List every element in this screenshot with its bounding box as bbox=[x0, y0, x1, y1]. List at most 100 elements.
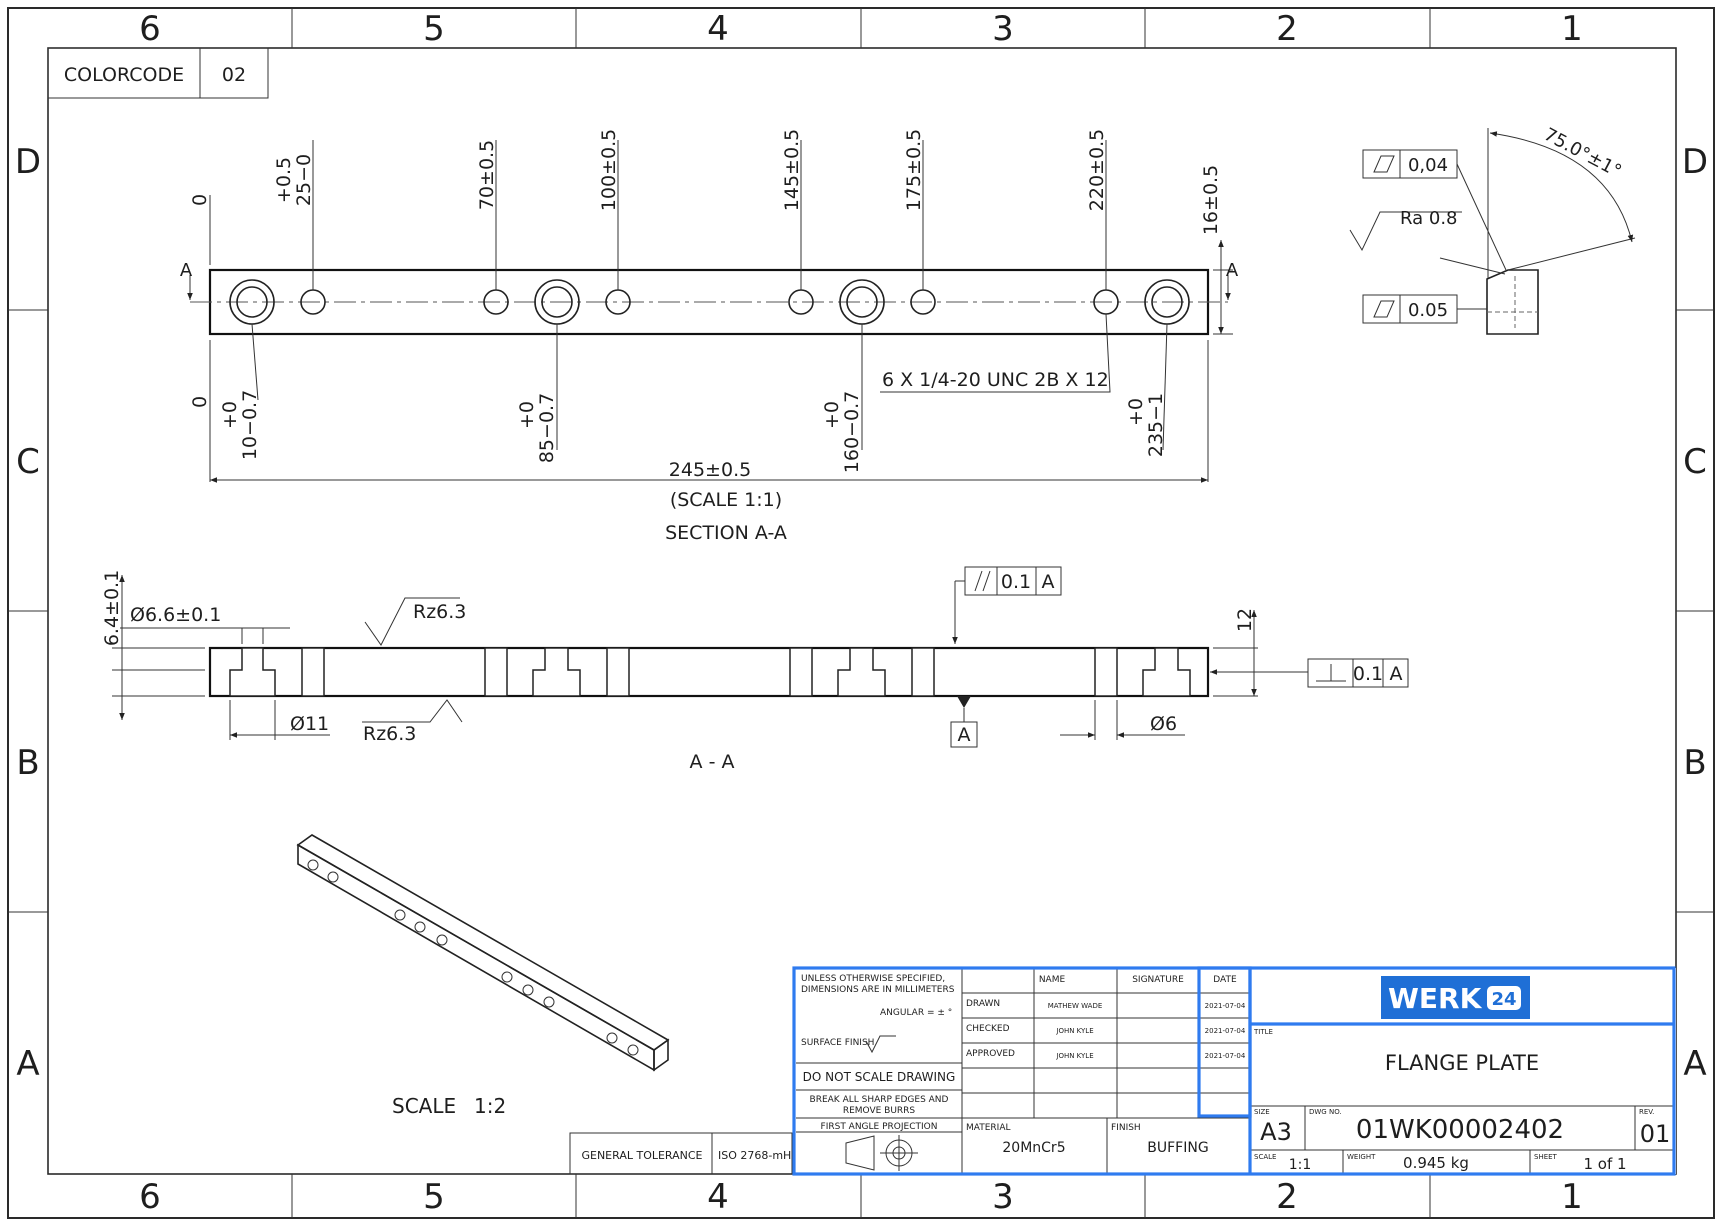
break-edges-line-2: REMOVE BURRS bbox=[843, 1106, 916, 1116]
section-marker-left: A bbox=[180, 260, 193, 281]
dwg-label: DWG NO. bbox=[1309, 1108, 1342, 1116]
rev-value: 01 bbox=[1640, 1120, 1671, 1148]
section-marker-right: A bbox=[1226, 260, 1239, 281]
weight-label: WEIGHT bbox=[1347, 1153, 1376, 1161]
general-tolerance-box: GENERAL TOLERANCE ISO 2768-mH bbox=[569, 1132, 793, 1175]
zone-row-right-d: D bbox=[1682, 142, 1708, 182]
parallelism-datum: A bbox=[1042, 571, 1055, 593]
colorcode-label: COLORCODE bbox=[64, 64, 184, 86]
zone-row-left-d: D bbox=[15, 142, 41, 182]
colorcode-value: 02 bbox=[222, 64, 246, 86]
dim-top-plus05: +0.5 bbox=[273, 157, 295, 203]
dim-bottom-160-plus: +0 bbox=[821, 401, 843, 429]
chamfer-detail: 0,04 0.05 Ra 0.8 75.0°±1° bbox=[1349, 124, 1636, 335]
zone-row-right-c: C bbox=[1683, 442, 1707, 482]
iso-scale-label: SCALE bbox=[392, 1094, 456, 1118]
zone-col-bottom-2: 5 bbox=[423, 1177, 445, 1217]
general-tolerance-label: GENERAL TOLERANCE bbox=[581, 1149, 702, 1162]
dim-bottom-85: 85−0.7 bbox=[536, 393, 558, 463]
dim-bottom-zero: 0 bbox=[189, 396, 211, 408]
dim-top-100: 100±0.5 bbox=[598, 129, 620, 211]
dim-top-25: 25−0 bbox=[293, 154, 315, 206]
break-edges-line-1: BREAK ALL SHARP EDGES AND bbox=[810, 1095, 949, 1105]
hole-diameter-right: Ø6 bbox=[1150, 713, 1177, 735]
perpendicularity-value: 0.1 bbox=[1353, 663, 1383, 685]
top-view-scale: (SCALE 1:1) bbox=[670, 489, 782, 511]
note-line-2: DIMENSIONS ARE IN MILLIMETERS bbox=[801, 985, 955, 995]
scale-value: 1:1 bbox=[1289, 1157, 1312, 1173]
parallelism-value: 0.1 bbox=[1001, 571, 1031, 593]
dim-top-220: 220±0.5 bbox=[1086, 129, 1108, 211]
checked-date: 2021-07-04 bbox=[1205, 1027, 1246, 1035]
zone-col-bottom-4: 3 bbox=[992, 1177, 1014, 1217]
zone-col-bottom-3: 4 bbox=[707, 1177, 729, 1217]
colorcode-box: COLORCODE 02 bbox=[47, 47, 269, 99]
checked-role: CHECKED bbox=[966, 1024, 1010, 1034]
section-outline bbox=[208, 646, 1210, 698]
roughness-bottom: Rz6.3 bbox=[363, 723, 416, 745]
size-value: A3 bbox=[1260, 1118, 1292, 1146]
highlight-boxes bbox=[792, 966, 1676, 1176]
zone-col-top-1: 6 bbox=[139, 9, 161, 49]
material-label: MATERIAL bbox=[966, 1123, 1011, 1133]
datum-label: A bbox=[958, 724, 971, 746]
flatness-value-1: 0,04 bbox=[1408, 155, 1448, 176]
zone-col-top-4: 3 bbox=[992, 9, 1014, 49]
isometric-view: SCALE 1:2 bbox=[296, 834, 670, 1118]
iso-scale-value: 1:2 bbox=[474, 1094, 506, 1118]
checked-name: JOHN KYLE bbox=[1055, 1027, 1093, 1035]
dim-bottom-85-plus: +0 bbox=[516, 401, 538, 429]
drawing-title: FLANGE PLATE bbox=[1385, 1051, 1539, 1075]
zone-col-bottom-1: 6 bbox=[139, 1177, 161, 1217]
roughness-ra: Ra 0.8 bbox=[1400, 208, 1458, 229]
sheet-label: SHEET bbox=[1534, 1153, 1558, 1161]
counterbore-diameter: Ø6.6±0.1 bbox=[130, 604, 221, 626]
zone-row-right-a: A bbox=[1683, 1044, 1706, 1084]
surface-finish-label: SURFACE FINISH bbox=[801, 1038, 874, 1048]
roughness-top: Rz6.3 bbox=[413, 601, 466, 623]
title-label: TITLE bbox=[1253, 1028, 1273, 1036]
zone-row-left-c: C bbox=[16, 442, 40, 482]
name-header: NAME bbox=[1039, 975, 1066, 985]
drawn-date: 2021-07-04 bbox=[1205, 1002, 1246, 1010]
general-tolerance-value: ISO 2768-mH bbox=[718, 1149, 791, 1162]
signature-header: SIGNATURE bbox=[1132, 975, 1184, 985]
scale-label: SCALE bbox=[1254, 1153, 1276, 1161]
projection-label: FIRST ANGLE PROJECTION bbox=[821, 1122, 938, 1132]
dim-bottom-235: 235−1 bbox=[1145, 393, 1167, 457]
dim-bottom-235-plus: +0 bbox=[1125, 398, 1147, 426]
zone-col-top-5: 2 bbox=[1276, 9, 1298, 49]
approved-role: APPROVED bbox=[966, 1049, 1015, 1059]
drawn-role: DRAWN bbox=[966, 999, 1000, 1009]
thread-callout: 6 X 1/4-20 UNC 2B X 12 bbox=[882, 369, 1109, 391]
zone-row-right-b: B bbox=[1683, 743, 1706, 783]
dim-top-145: 145±0.5 bbox=[781, 129, 803, 211]
logo-text: WERK bbox=[1388, 982, 1483, 1015]
section-view: 6.4±0.1 Ø6.6±0.1 Rz6.3 Rz6.3 0.1 A A 0.1… bbox=[101, 566, 1409, 773]
zone-ticks bbox=[8, 8, 1714, 1218]
section-label: A - A bbox=[690, 751, 735, 773]
perpendicularity-datum: A bbox=[1390, 663, 1403, 685]
finish-label: FINISH bbox=[1111, 1123, 1141, 1133]
dim-top-16: 16±0.5 bbox=[1200, 165, 1222, 235]
note-line-1: UNLESS OTHERWISE SPECIFIED, bbox=[801, 974, 945, 984]
zone-col-top-6: 1 bbox=[1561, 9, 1583, 49]
dim-top-175: 175±0.5 bbox=[903, 129, 925, 211]
do-not-scale: DO NOT SCALE DRAWING bbox=[803, 1070, 956, 1084]
angle-dimension: 75.0°±1° bbox=[1540, 124, 1625, 182]
angular-tolerance: ANGULAR = ± ° bbox=[880, 1008, 952, 1018]
sheet-value: 1 of 1 bbox=[1583, 1155, 1626, 1173]
top-view: +0.5 25−0 0 70±0.5 100±0.5 145±0.5 175±0… bbox=[180, 129, 1239, 544]
dim-bottom-10-plus: +0 bbox=[219, 401, 241, 429]
finish-value: BUFFING bbox=[1147, 1140, 1208, 1156]
hole-diameter-left: Ø11 bbox=[290, 713, 329, 735]
dim-top-zero: 0 bbox=[189, 194, 211, 206]
section-thickness: 6.4±0.1 bbox=[101, 570, 123, 646]
size-label: SIZE bbox=[1254, 1108, 1270, 1116]
approved-name: JOHN KYLE bbox=[1055, 1052, 1093, 1060]
zone-col-bottom-6: 1 bbox=[1561, 1177, 1583, 1217]
zone-col-top-3: 4 bbox=[707, 9, 729, 49]
flatness-value-2: 0.05 bbox=[1408, 300, 1448, 321]
dwg-number: 01WK00002402 bbox=[1356, 1115, 1564, 1145]
